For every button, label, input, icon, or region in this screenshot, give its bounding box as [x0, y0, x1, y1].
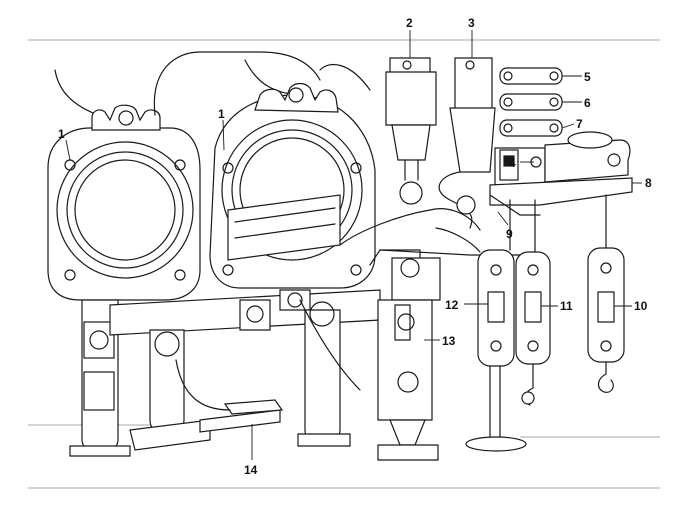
callout-13: 13 — [442, 334, 456, 348]
bracket-14 — [199, 399, 284, 460]
callout-3: 3 — [468, 16, 475, 30]
callout-4: 4 — [509, 156, 516, 170]
wiring-harness — [175, 199, 536, 411]
lamp-12 — [464, 249, 527, 452]
callout-11: 11 — [560, 299, 573, 313]
fuse-block — [499, 67, 582, 137]
callout-labels: 1 1 2 3 4 5 6 7 8 9 10 11 12 13 14 — [58, 16, 652, 477]
relay-3 — [438, 30, 496, 229]
callout-9: 9 — [506, 227, 513, 241]
callout-leaders — [65, 119, 534, 163]
center-stands — [129, 301, 351, 451]
callout-2: 2 — [406, 16, 413, 30]
switch-housing-8 — [489, 131, 642, 216]
callout-1a: 1 — [58, 127, 65, 141]
callout-1b: 1 — [218, 107, 225, 121]
headlamp-left — [47, 69, 201, 457]
callout-10: 10 — [634, 299, 648, 313]
callout-14: 14 — [244, 463, 258, 477]
relay-2 — [385, 30, 437, 205]
callout-6: 6 — [584, 96, 591, 110]
mounting-bracket — [109, 194, 521, 336]
callout-7: 7 — [576, 117, 583, 131]
socket-13 — [377, 257, 441, 461]
lamp-10 — [587, 194, 632, 393]
callout-5: 5 — [584, 70, 591, 84]
lamp-11 — [515, 251, 558, 406]
callout-12: 12 — [445, 298, 459, 312]
callout-8: 8 — [645, 176, 652, 190]
